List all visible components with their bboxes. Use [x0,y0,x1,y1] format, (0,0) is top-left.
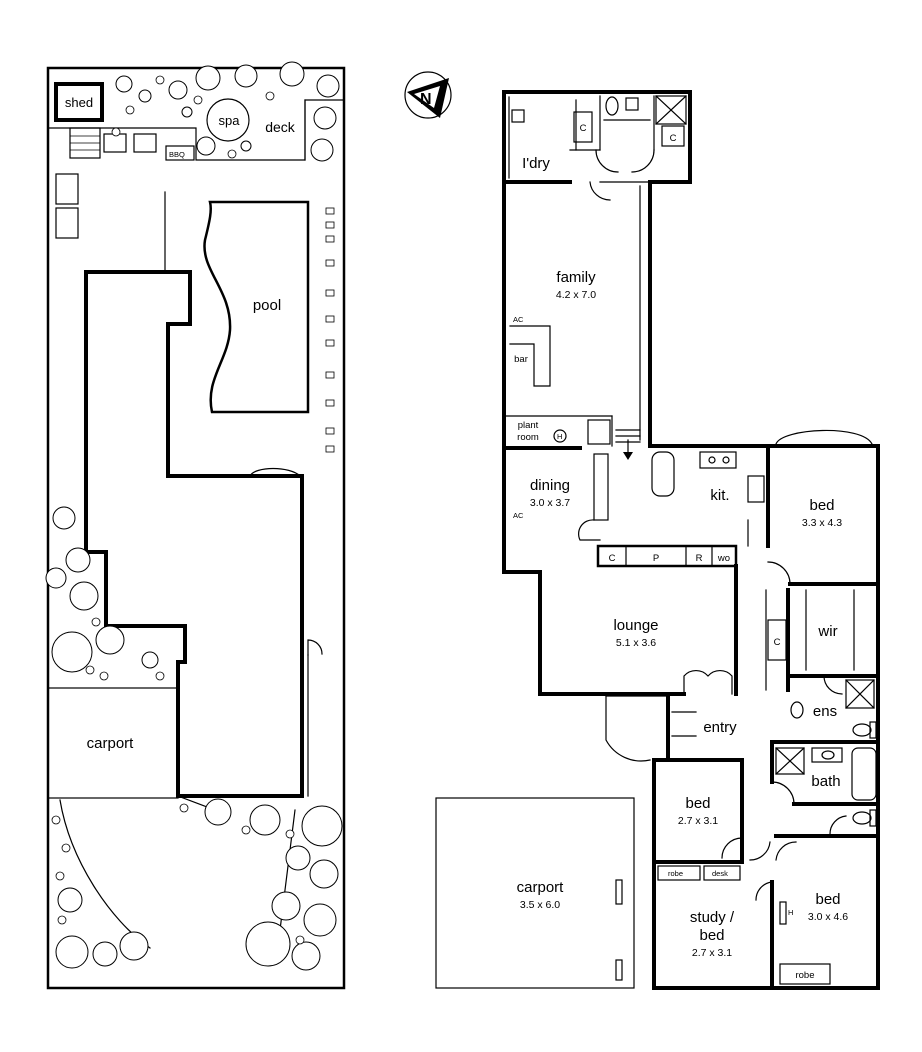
ac-label-2: AC [513,511,524,520]
pool-outline [203,200,310,414]
robe-label: robe [668,869,683,878]
spa-circle [206,98,250,142]
shed-label: shed [65,95,93,110]
wir-label: wir [817,623,837,640]
bbq-label: BBQ [169,150,185,159]
ens-label: ens [813,703,837,720]
entry-label: entry [703,719,737,736]
cupboard-c3: C [774,637,781,648]
ldry-label: I'dry [522,155,550,172]
deck-label: deck [265,119,296,135]
carport-box [435,797,635,989]
house-footprint [84,270,304,798]
tree-icons [45,61,343,971]
site-boundary [46,66,346,990]
heater-label: H [557,432,562,441]
plant-room-label-1: plant [518,420,539,431]
ac-label-1: AC [513,315,524,324]
bench-c: C [609,553,616,564]
bed2-label: bed [685,795,710,812]
pool-label: pool [253,297,281,314]
lounge-dims: 5.1 x 3.6 [616,637,656,649]
family-dims: 4.2 x 7.0 [556,289,596,301]
family-label: family [556,269,596,286]
lounge-label: lounge [613,617,658,634]
study-label-1: study / [690,909,735,926]
site-carport-box [47,687,179,799]
bar-label: bar [514,354,528,365]
desk-label: desk [712,869,728,878]
bath-label: bath [811,773,840,790]
bench-r: R [696,553,703,564]
compass-letter: N [420,91,432,108]
site-carport-label: carport [87,735,135,752]
carport-label: carport [517,879,565,896]
heater-label-2: H [788,908,793,917]
kit-label: kit. [710,487,729,504]
spa-label: spa [219,113,241,128]
dining-label: dining [530,477,570,494]
shed-box [54,82,104,122]
bed3-dims: 3.0 x 4.6 [808,911,848,923]
bed3-label: bed [815,891,840,908]
bench-p: P [653,553,659,564]
bed1-dims: 3.3 x 4.3 [802,517,842,529]
bed2-dims: 2.7 x 3.1 [678,815,718,827]
compass-icon: N [404,71,452,119]
carport-dims: 3.5 x 6.0 [520,899,560,911]
dining-dims: 3.0 x 3.7 [530,497,570,509]
plant-room-label-2: room [517,432,539,443]
robe2-label: robe [795,970,814,981]
study-dims: 2.7 x 3.1 [692,947,732,959]
cupboard-c2: C [670,133,677,144]
study-label-2: bed [699,927,724,944]
bench-wo: wo [717,553,730,564]
bed1-label: bed [809,497,834,514]
site-plan: shed spa deck BBQ pool [46,66,346,990]
cupboard-c1: C [580,123,587,134]
house-plan: C C I'dry family 4.2 x 7.0 AC bar plant … [435,90,880,990]
